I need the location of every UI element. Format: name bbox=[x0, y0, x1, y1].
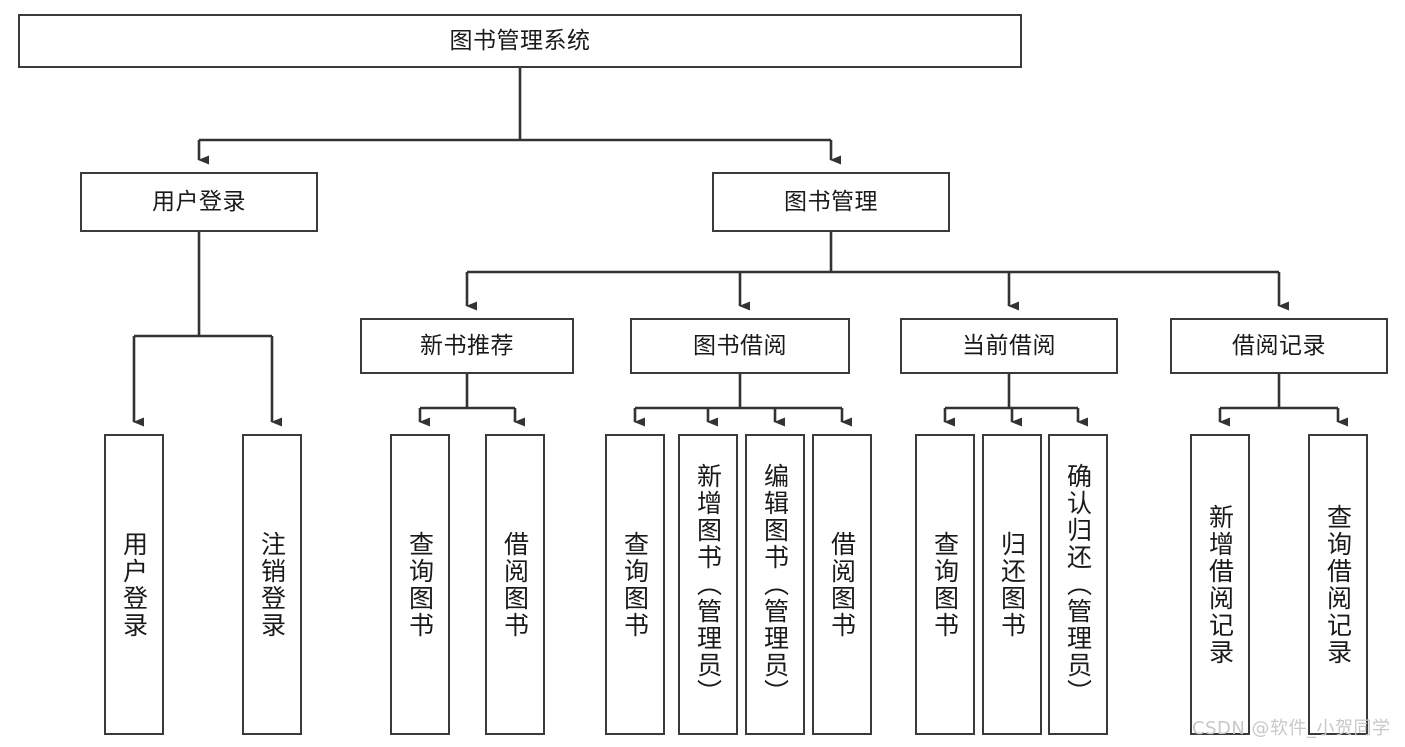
node-label: 图书管理 bbox=[784, 188, 878, 215]
node-leaf-query-book-cur[interactable]: 查询图书 bbox=[915, 434, 975, 735]
node-leaf-add-record[interactable]: 新增借阅记录 bbox=[1190, 434, 1250, 735]
node-label: 图书管理系统 bbox=[449, 27, 591, 54]
node-label: 查询借阅记录 bbox=[1323, 503, 1353, 666]
node-label: 借阅图书 bbox=[500, 530, 530, 639]
node-leaf-confirm-return[interactable]: 确认归还（管理员） bbox=[1048, 434, 1108, 735]
node-label: 新增借阅记录 bbox=[1205, 503, 1235, 666]
node-leaf-add-book[interactable]: 新增图书（管理员） bbox=[678, 434, 738, 735]
node-leaf-borrow-book[interactable]: 借阅图书 bbox=[812, 434, 872, 735]
node-label: 图书借阅 bbox=[693, 332, 787, 359]
node-label: 用户登录 bbox=[152, 188, 246, 215]
node-leaf-user-logout[interactable]: 注销登录 bbox=[242, 434, 302, 735]
node-label: 新书推荐 bbox=[420, 332, 514, 359]
node-leaf-user-login[interactable]: 用户登录 bbox=[104, 434, 164, 735]
node-new-book-rec[interactable]: 新书推荐 bbox=[360, 318, 574, 374]
node-leaf-query-book-rec[interactable]: 查询图书 bbox=[390, 434, 450, 735]
node-label: 归还图书 bbox=[997, 530, 1027, 639]
node-book-manage[interactable]: 图书管理 bbox=[712, 172, 950, 232]
watermark-text: CSDN @软件_小贺同学 bbox=[1192, 718, 1391, 739]
node-leaf-query-record[interactable]: 查询借阅记录 bbox=[1308, 434, 1368, 735]
node-leaf-borrow-book-rec[interactable]: 借阅图书 bbox=[485, 434, 545, 735]
node-current-borrow[interactable]: 当前借阅 bbox=[900, 318, 1118, 374]
node-label: 借阅记录 bbox=[1232, 332, 1326, 359]
node-label: 用户登录 bbox=[119, 530, 149, 639]
node-label: 确认归还（管理员） bbox=[1063, 463, 1093, 706]
node-label: 编辑图书（管理员） bbox=[760, 463, 790, 706]
connector-layer bbox=[132, 68, 1348, 427]
node-leaf-edit-book[interactable]: 编辑图书（管理员） bbox=[745, 434, 805, 735]
node-label: 查询图书 bbox=[405, 530, 435, 639]
node-root-system[interactable]: 图书管理系统 bbox=[18, 14, 1022, 68]
node-label: 新增图书（管理员） bbox=[693, 463, 723, 706]
node-label: 查询图书 bbox=[620, 530, 650, 639]
node-label: 查询图书 bbox=[930, 530, 960, 639]
node-borrow-record[interactable]: 借阅记录 bbox=[1170, 318, 1388, 374]
node-book-borrow[interactable]: 图书借阅 bbox=[630, 318, 850, 374]
node-user-login[interactable]: 用户登录 bbox=[80, 172, 318, 232]
node-label: 借阅图书 bbox=[827, 530, 857, 639]
node-leaf-query-book-borrow[interactable]: 查询图书 bbox=[605, 434, 665, 735]
node-leaf-return-book[interactable]: 归还图书 bbox=[982, 434, 1042, 735]
node-label: 注销登录 bbox=[257, 530, 287, 639]
node-label: 当前借阅 bbox=[962, 332, 1056, 359]
